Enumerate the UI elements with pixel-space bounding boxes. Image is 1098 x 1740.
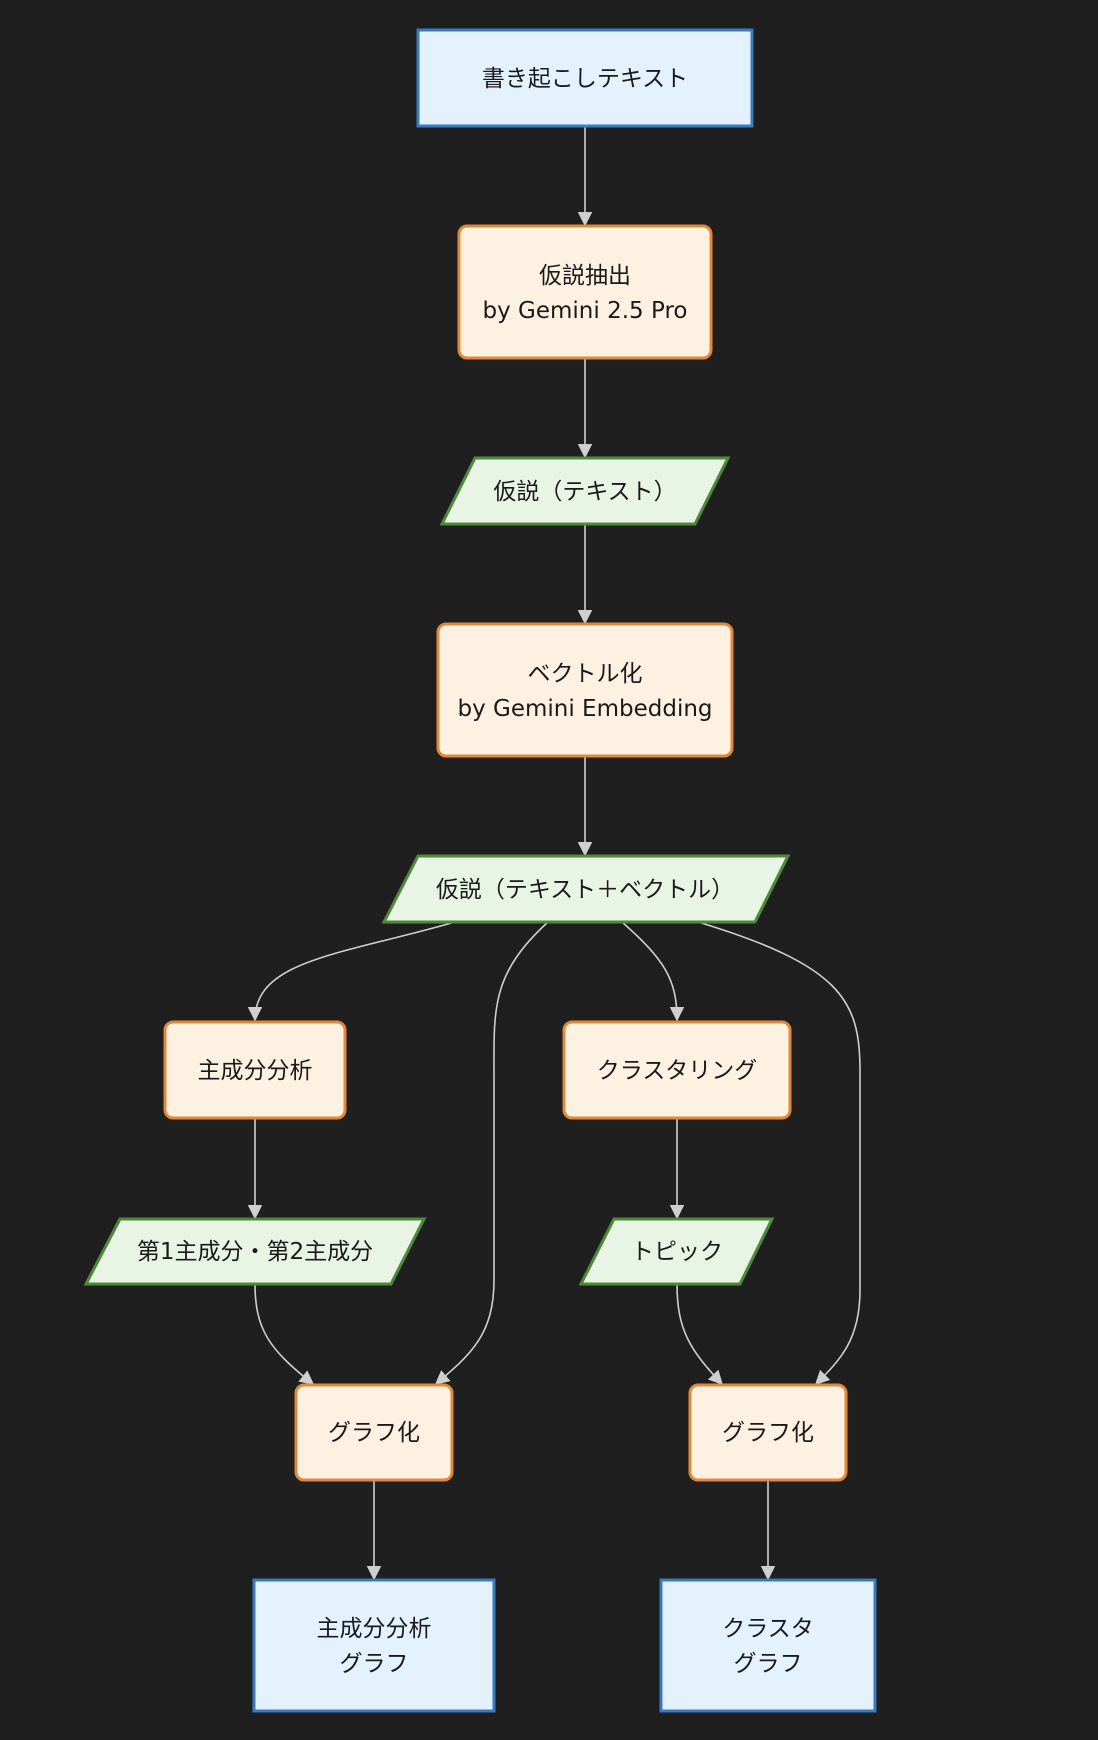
node-pca-graph: 主成分分析 グラフ [252, 1578, 496, 1713]
node-topic: トピック [578, 1217, 775, 1286]
node-sublabel: by Gemini 2.5 Pro [483, 298, 688, 324]
node-label: グラフ化 [722, 1420, 814, 1446]
node-label: 主成分分析 [317, 1616, 432, 1642]
node-hypothesis-text-vector: 仮説（テキスト＋ベクトル） [381, 854, 791, 924]
node-label: 仮説（テキスト） [493, 479, 676, 505]
node-graph-right: グラフ化 [688, 1383, 848, 1482]
node-cluster-graph: クラスタ グラフ [659, 1578, 877, 1713]
node-label: ベクトル化 [528, 661, 643, 687]
node-label: クラスタリング [597, 1058, 758, 1084]
node-label: トピック [631, 1239, 723, 1265]
node-label: グラフ化 [328, 1420, 420, 1446]
node-label: 仮説抽出 [539, 263, 631, 289]
edge-topic-to-graph-right [676, 1283, 723, 1386]
edges [247, 126, 861, 1581]
node-sublabel: グラフ [340, 1651, 409, 1677]
node-hypothesis-extraction: 仮説抽出 by Gemini 2.5 Pro [457, 224, 713, 360]
node-label: クラスタ [722, 1616, 814, 1642]
node-vectorization: ベクトル化 by Gemini Embedding [436, 622, 734, 758]
node-label: 第1主成分・第2主成分 [137, 1239, 373, 1265]
edge-hyp-vec-to-graph-left [434, 921, 549, 1385]
node-principal-components: 第1主成分・第2主成分 [83, 1217, 427, 1286]
edge-hyp-vec-to-clustering [621, 921, 685, 1022]
node-hypothesis-text: 仮説（テキスト） [439, 456, 731, 526]
node-label: 書き起こしテキスト [482, 66, 688, 92]
node-sublabel: グラフ [734, 1651, 803, 1677]
edge-hyp-vec-to-graph-right [697, 921, 861, 1386]
edge-components-to-graph-left [254, 1283, 315, 1385]
node-transcript: 書き起こしテキスト [416, 28, 754, 128]
node-graph-left: グラフ化 [294, 1383, 454, 1482]
node-label: 仮説（テキスト＋ベクトル） [436, 877, 734, 903]
node-pca: 主成分分析 [163, 1020, 347, 1120]
node-clustering: クラスタリング [562, 1020, 792, 1120]
node-label: 主成分分析 [198, 1058, 313, 1084]
edge-hyp-vec-to-pca [247, 921, 456, 1022]
node-sublabel: by Gemini Embedding [457, 696, 712, 722]
